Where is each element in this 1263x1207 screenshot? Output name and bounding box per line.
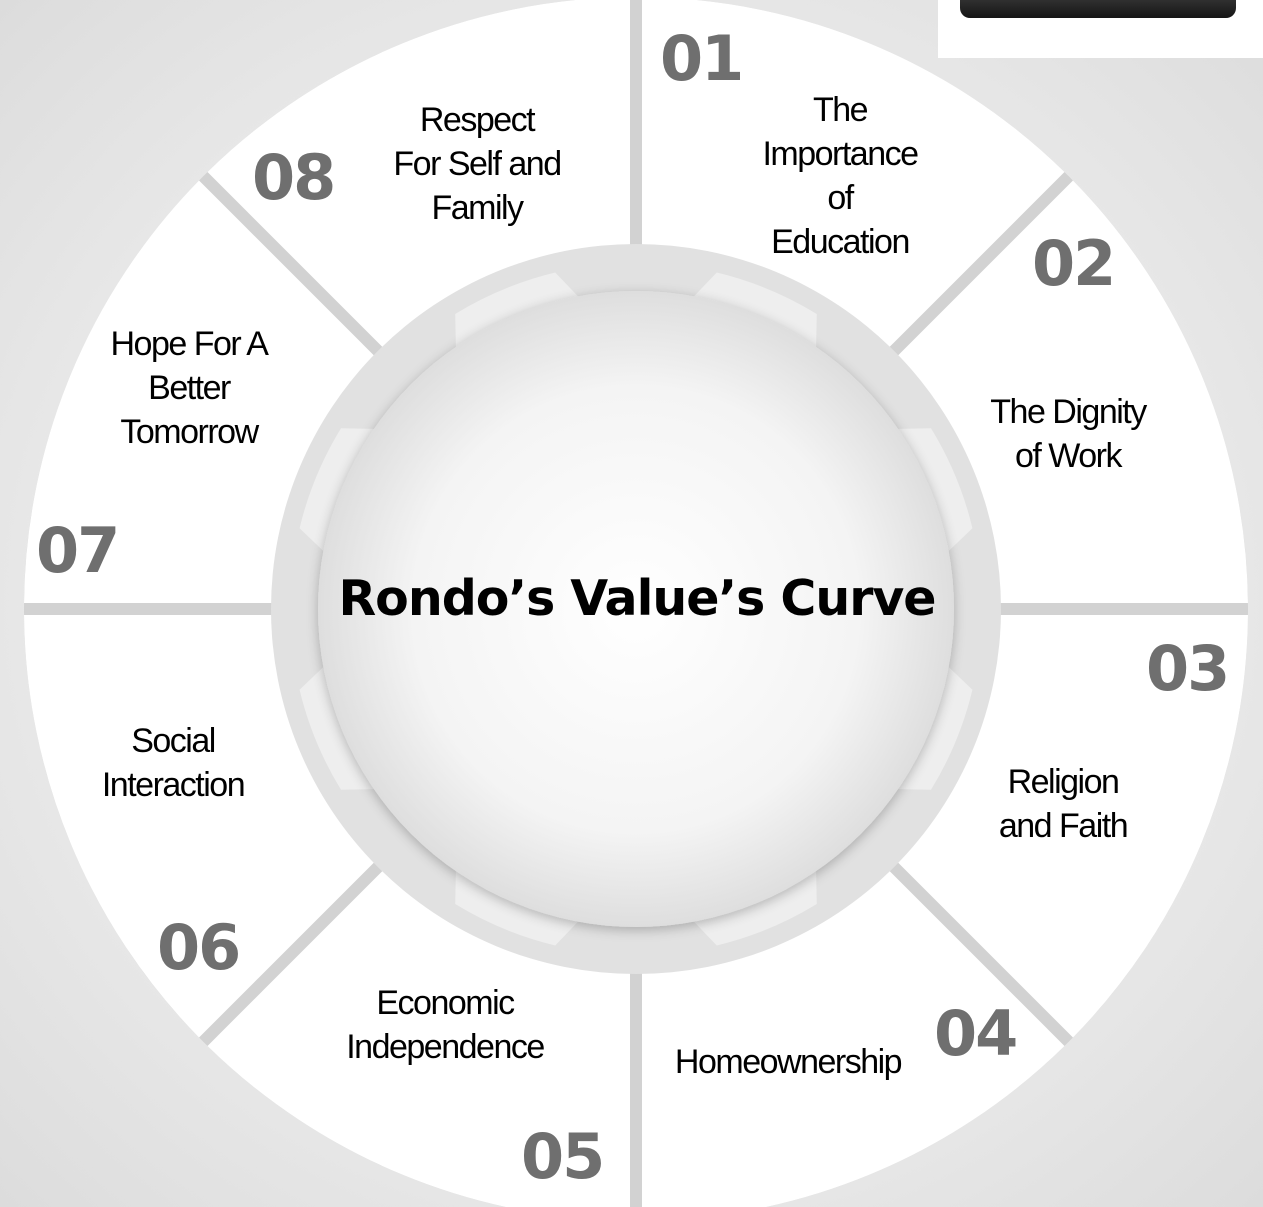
segment-5-label: Economic Independence <box>346 984 545 1066</box>
segment-4-label: Homeownership <box>674 1043 903 1081</box>
center-hub <box>318 291 954 927</box>
segment-8-number: 08 <box>252 141 336 214</box>
segment-6-number: 06 <box>157 911 241 984</box>
inner-ring-notch <box>455 871 579 946</box>
inner-ring-notch <box>299 428 374 552</box>
inner-ring-notch <box>693 272 817 347</box>
inner-ring-notch <box>693 871 817 946</box>
inner-ring-notch <box>455 272 579 347</box>
segment-4-number: 04 <box>934 997 1018 1070</box>
segment-2-label: The Dignity of Work <box>990 393 1147 475</box>
segment-1-number: 01 <box>660 22 744 95</box>
inner-ring-notch <box>299 666 374 790</box>
segment-5-number: 05 <box>521 1120 605 1193</box>
segment-7-label: Hope For A Better Tomorrow <box>110 325 269 451</box>
center-title: Rondo’s Value’s Curve <box>338 570 936 627</box>
segment-1-label: The Importance of Education <box>762 91 919 261</box>
segment-2-number: 02 <box>1032 227 1116 300</box>
segment-6-label: Social Interaction <box>101 722 246 804</box>
rondo-logo <box>938 0 1263 58</box>
rondo-logo-mark <box>960 0 1236 18</box>
segment-3-label: Religion and Faith <box>998 763 1129 845</box>
segment-3-number: 03 <box>1146 632 1230 705</box>
segment-8-label: Respect For Self and Family <box>393 101 562 227</box>
segment-7-number: 07 <box>36 514 120 587</box>
inner-ring-notch <box>898 428 973 552</box>
inner-ring-notch <box>898 666 973 790</box>
